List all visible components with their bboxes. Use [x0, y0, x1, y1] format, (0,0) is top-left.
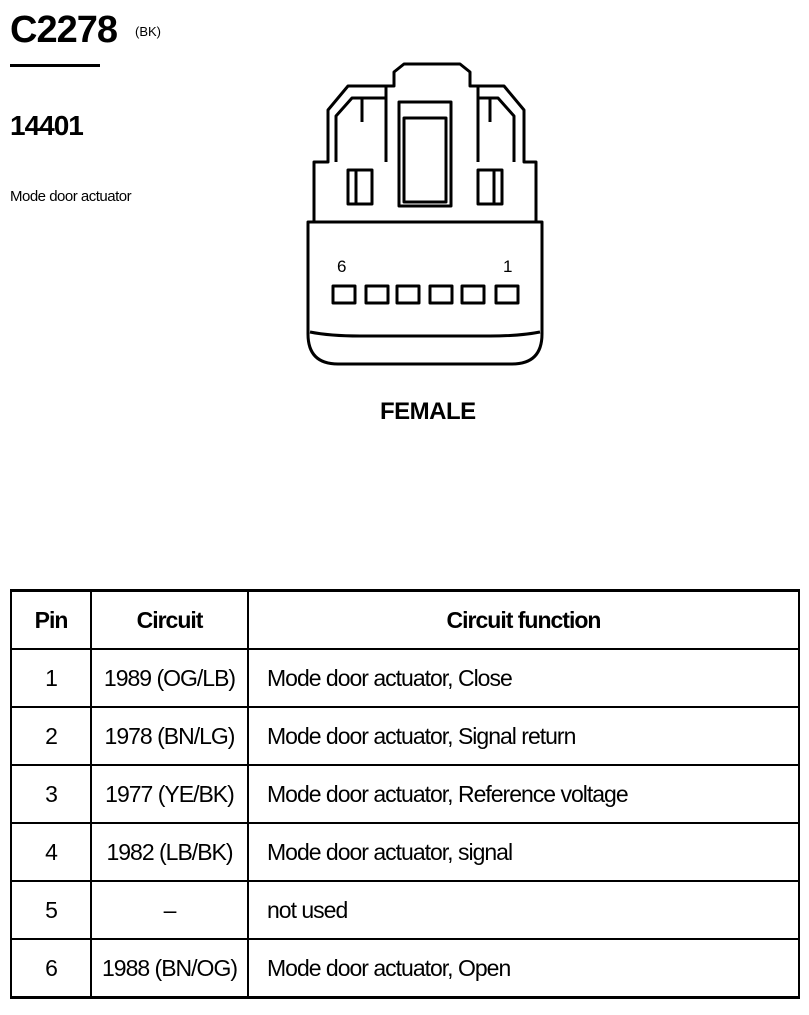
- pin-label-left: 6: [337, 257, 346, 276]
- pin-cell: 5: [10, 880, 92, 940]
- pin-cavity-1: [494, 284, 520, 305]
- pin-cell: 1: [10, 648, 92, 708]
- table-header-row: Pin Circuit Circuit function: [10, 589, 800, 650]
- circuit-function-cell: Mode door actuator, Close: [247, 648, 800, 708]
- connector-lock-tab-inner: [402, 116, 448, 204]
- connector-lock-tab: [397, 100, 453, 208]
- circuit-function-cell: Mode door actuator, Signal return: [247, 706, 800, 766]
- pinout-table: Pin Circuit Circuit function 1 1989 (OG/…: [10, 589, 800, 999]
- pin-cell: 2: [10, 706, 92, 766]
- pin-cell: 4: [10, 822, 92, 882]
- table-row: 5 – not used: [10, 880, 800, 940]
- circuit-cell: 1988 (BN/OG): [90, 938, 249, 999]
- connector-latch-lines: [360, 86, 492, 162]
- pin-cell: 6: [10, 938, 92, 999]
- circuit-cell: 1977 (YE/BK): [90, 764, 249, 824]
- circuit-cell: 1989 (OG/LB): [90, 648, 249, 708]
- column-header-pin: Pin: [10, 589, 92, 650]
- connector-id-underline: [10, 64, 100, 67]
- circuit-function-cell: Mode door actuator, signal: [247, 822, 800, 882]
- circuit-function-cell: not used: [247, 880, 800, 940]
- connector-side-slot-left: [346, 168, 374, 206]
- table-row: 6 1988 (BN/OG) Mode door actuator, Open: [10, 938, 800, 999]
- table-row: 2 1978 (BN/LG) Mode door actuator, Signa…: [10, 706, 800, 766]
- table-row: 3 1977 (YE/BK) Mode door actuator, Refer…: [10, 764, 800, 824]
- circuit-function-cell: Mode door actuator, Reference voltage: [247, 764, 800, 824]
- column-header-circuit-function: Circuit function: [247, 589, 800, 650]
- pin-cavity-4: [395, 284, 421, 305]
- component-part-number: 14401: [10, 110, 84, 141]
- circuit-cell: 1978 (BN/LG): [90, 706, 249, 766]
- connector-side-slot-right: [476, 168, 504, 206]
- pin-cavity-5: [364, 284, 390, 305]
- component-name: Mode door actuator: [10, 188, 132, 205]
- table-row: 4 1982 (LB/BK) Mode door actuator, signa…: [10, 822, 800, 882]
- pin-cavity-2: [460, 284, 486, 305]
- connector-latch-inner: [334, 96, 516, 162]
- pin-cavity-6: [331, 284, 357, 305]
- connector-housing-lip: [309, 330, 541, 338]
- connector-id: C2278: [10, 9, 118, 51]
- connector-face-diagram: 6 1: [306, 62, 544, 366]
- pin-cavity-3: [428, 284, 454, 305]
- table-row: 1 1989 (OG/LB) Mode door actuator, Close: [10, 648, 800, 708]
- connector-gender-label: FEMALE: [380, 398, 476, 425]
- connector-housing-body: [306, 220, 544, 366]
- circuit-cell: –: [90, 880, 249, 940]
- column-header-circuit: Circuit: [90, 589, 249, 650]
- circuit-cell: 1982 (LB/BK): [90, 822, 249, 882]
- pin-label-right: 1: [503, 257, 512, 276]
- connector-housing-top: [312, 62, 538, 222]
- connector-color-code: (BK): [135, 24, 161, 39]
- circuit-function-cell: Mode door actuator, Open: [247, 938, 800, 999]
- pin-cell: 3: [10, 764, 92, 824]
